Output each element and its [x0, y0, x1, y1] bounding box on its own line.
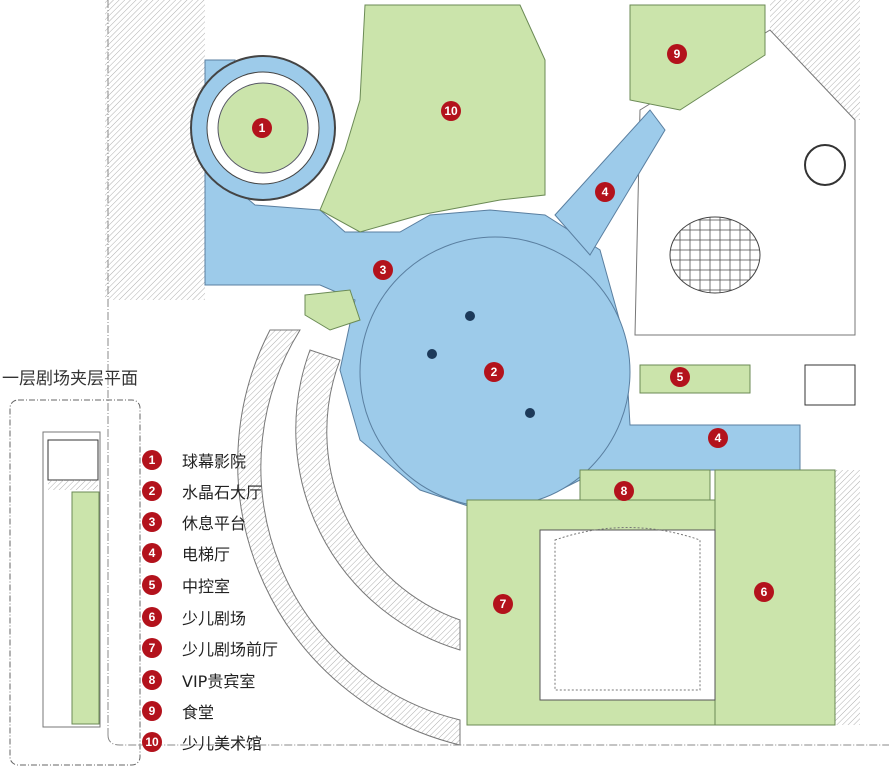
- legend-marker: 2: [142, 481, 162, 501]
- legend-marker: 5: [142, 575, 162, 595]
- marker-10: 10: [441, 101, 461, 121]
- legend-label: 水晶石大厅: [182, 483, 263, 502]
- inset-title: 一层剧场夹层平面: [2, 369, 138, 389]
- legend-item: 1 球幕影院: [142, 449, 246, 471]
- marker-4-upper: 4: [595, 182, 615, 202]
- legend-label: 食堂: [182, 703, 215, 722]
- marker-6: 6: [754, 582, 774, 602]
- marker-5: 5: [670, 367, 690, 387]
- marker-2: 2: [484, 362, 504, 382]
- legend-item: 6 少儿剧场: [142, 606, 246, 628]
- inset-frame: [9, 399, 141, 766]
- legend-label: 少儿美术馆: [182, 734, 263, 753]
- legend-marker: 7: [142, 638, 162, 658]
- legend-item: 7 少儿剧场前厅: [142, 637, 278, 659]
- legend-marker: 8: [142, 670, 162, 690]
- legend-item: 8 VIP贵宾室: [142, 669, 255, 691]
- theatre-seating: [539, 529, 716, 701]
- legend-label: 中控室: [182, 577, 231, 596]
- legend-item: 10 少儿美术馆: [142, 731, 262, 753]
- legend-label: 少儿剧场前厅: [182, 640, 279, 659]
- marker-8: 8: [614, 481, 634, 501]
- legend-item: 4 电梯厅: [142, 542, 230, 564]
- marker-9: 9: [667, 44, 687, 64]
- legend-marker: 9: [142, 701, 162, 721]
- legend-label: 电梯厅: [182, 545, 231, 564]
- legend-marker: 3: [142, 512, 162, 532]
- legend-label: VIP贵宾室: [182, 672, 256, 691]
- stair-core: [804, 364, 856, 406]
- legend-item: 5 中控室: [142, 574, 230, 596]
- legend-label: 球幕影院: [182, 452, 247, 471]
- hatched-walls: [105, 0, 860, 746]
- legend-marker: 6: [142, 607, 162, 627]
- legend-item: 2 水晶石大厅: [142, 480, 262, 502]
- legend-marker: 1: [142, 450, 162, 470]
- marker-7: 7: [493, 594, 513, 614]
- marker-4-lower: 4: [708, 428, 728, 448]
- legend-item: 9 食堂: [142, 700, 214, 722]
- legend-item: 3 休息平台: [142, 511, 246, 533]
- oval-skylight: [669, 216, 761, 294]
- marker-3: 3: [373, 260, 393, 280]
- legend-marker: 10: [142, 732, 162, 752]
- legend-marker: 4: [142, 543, 162, 563]
- legend-label: 少儿剧场: [182, 609, 247, 628]
- marker-1: 1: [252, 118, 272, 138]
- legend-label: 休息平台: [182, 514, 247, 533]
- round-stair: [804, 144, 846, 186]
